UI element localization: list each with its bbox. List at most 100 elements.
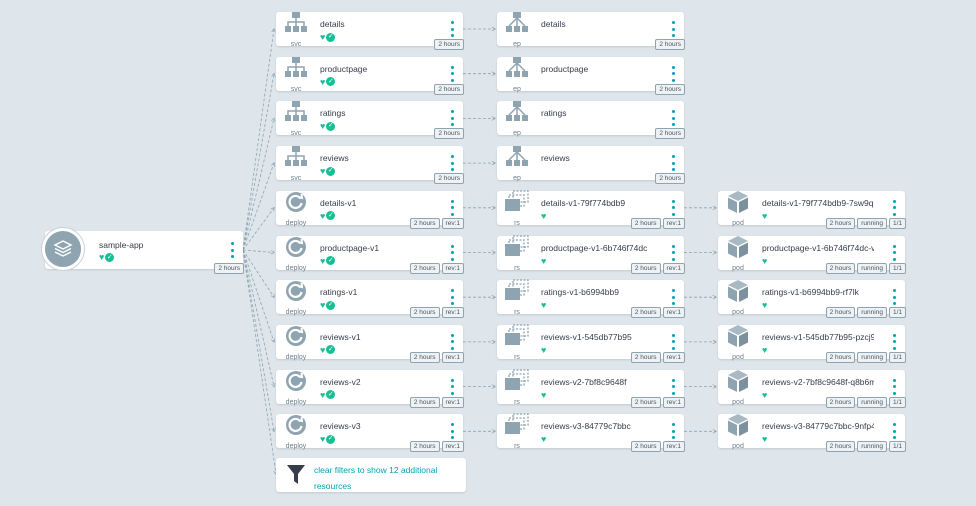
node-kind: rs — [514, 353, 520, 361]
node-icon-wrap: pod — [718, 411, 758, 450]
node-tag: rev:1 — [441, 217, 464, 229]
node-svc-productpage[interactable]: svc productpage ♥✓ 2 hours — [276, 56, 464, 95]
node-menu-button[interactable] — [668, 110, 678, 127]
node-icon-wrap: ep — [497, 146, 537, 182]
node-menu-button[interactable] — [447, 65, 457, 82]
heart-icon: ♥ — [320, 255, 326, 266]
node-svc-details[interactable]: svc details ♥✓ 2 hours — [276, 12, 464, 50]
clear-filters-link[interactable]: clear filters to show 12 additional reso… — [314, 465, 438, 491]
check-circle-icon: ✓ — [326, 390, 336, 400]
node-kind: ep — [513, 130, 521, 138]
node-pod-details[interactable]: pod details-v1-79f774bdb9-7sw9q ♥ 2 hour… — [718, 188, 906, 229]
node-health: ♥ — [762, 256, 767, 266]
heart-icon: ♥ — [541, 344, 547, 355]
node-pod-productpage[interactable]: pod productpage-v1-6b746f74dc-v... ♥ 2 h… — [718, 235, 906, 274]
node-kind: svc — [290, 130, 302, 138]
node-tag: 2 hours — [825, 262, 856, 274]
node-menu-button[interactable] — [668, 155, 678, 172]
node-menu-button[interactable] — [447, 244, 457, 261]
node-menu-button[interactable] — [668, 199, 678, 216]
node-tag: running — [857, 396, 887, 408]
node-menu-button[interactable] — [668, 333, 678, 350]
heart-icon: ♥ — [541, 210, 547, 221]
node-icon-wrap: pod — [718, 235, 758, 272]
node-menu-button[interactable] — [447, 199, 457, 216]
check-circle-icon: ✓ — [326, 345, 336, 355]
node-tag: 1/1 — [888, 396, 906, 408]
node-menu-button[interactable] — [889, 199, 899, 216]
node-name: reviews-v1-545db77b95-pzcj9 — [762, 331, 874, 342]
node-svc-ratings[interactable]: svc ratings ♥✓ 2 hours — [276, 101, 464, 140]
node-menu-button[interactable] — [889, 378, 899, 395]
node-menu-button[interactable] — [668, 65, 678, 82]
node-ep-productpage[interactable]: ep productpage 2 hours — [497, 56, 685, 95]
node-health: ♥ — [762, 390, 767, 400]
node-menu-button[interactable] — [447, 423, 457, 440]
node-menu-button[interactable] — [889, 289, 899, 306]
node-menu-button[interactable] — [668, 378, 678, 395]
node-health: ♥✓ — [320, 121, 336, 131]
node-ep-ratings[interactable]: ep ratings 2 hours — [497, 101, 685, 140]
edge-app-to-filter — [242, 249, 276, 474]
check-circle-icon: ✓ — [326, 256, 336, 265]
node-pod-reviews-v3[interactable]: pod reviews-v3-84779c7bbc-9nfp4 ♥ 2 hour… — [718, 411, 906, 453]
node-name: ratings — [541, 108, 567, 119]
node-kind: pod — [732, 353, 744, 361]
node-icon-wrap: ep — [497, 12, 537, 48]
heart-icon: ♥ — [541, 434, 547, 445]
node-menu-button[interactable] — [668, 289, 678, 306]
node-ep-reviews[interactable]: ep reviews 2 hours — [497, 146, 685, 185]
node-menu-button[interactable] — [889, 423, 899, 440]
node-menu-button[interactable] — [889, 244, 899, 261]
node-menu-button[interactable] — [447, 110, 457, 127]
node-pod-reviews-v2[interactable]: pod reviews-v2-7bf8c9648f-q8b6m ♥ 2 hour… — [718, 369, 906, 408]
node-ep-details[interactable]: ep details 2 hours — [497, 12, 685, 50]
node-pod-reviews-v1[interactable]: pod reviews-v1-545db77b95-pzcj9 ♥ 2 hour… — [718, 324, 906, 363]
node-tag: 2 hours — [409, 351, 440, 363]
pod-icon — [725, 188, 751, 219]
node-tags: 2 hours — [655, 83, 685, 95]
node-menu-button[interactable] — [668, 423, 678, 440]
node-menu-button[interactable] — [447, 333, 457, 350]
node-icon-wrap: rs — [497, 277, 537, 316]
node-menu-button[interactable] — [447, 21, 457, 37]
node-icon-wrap: deploy — [276, 280, 316, 316]
node-icon-wrap: ep — [497, 56, 537, 93]
app-node-sample-app[interactable]: sample-app ♥ ✓ 2 hours — [42, 228, 244, 274]
pod-icon — [725, 411, 751, 442]
node-menu-button[interactable] — [447, 378, 457, 395]
replicaset-icon — [504, 277, 530, 308]
node-menu-button[interactable] — [889, 333, 899, 350]
node-health: ♥✓ — [320, 166, 336, 176]
heart-icon: ♥ — [99, 252, 105, 262]
clear-filters-node[interactable]: clear filters to show 12 additional reso… — [276, 458, 466, 492]
replicaset-icon — [504, 233, 530, 264]
node-icon-wrap: rs — [497, 233, 537, 272]
node-menu-button[interactable] — [668, 21, 678, 37]
node-health: ♥✓ — [320, 434, 336, 445]
node-menu-button[interactable] — [447, 289, 457, 306]
deploy-icon — [283, 411, 309, 442]
node-menu-button[interactable] — [447, 155, 457, 172]
heart-icon: ♥ — [320, 434, 326, 445]
check-circle-icon: ✓ — [326, 434, 336, 444]
node-kind: rs — [514, 443, 520, 451]
app-menu-button[interactable] — [227, 242, 237, 258]
node-svc-reviews[interactable]: svc reviews ♥✓ 2 hours — [276, 146, 464, 185]
node-menu-button[interactable] — [668, 244, 678, 261]
